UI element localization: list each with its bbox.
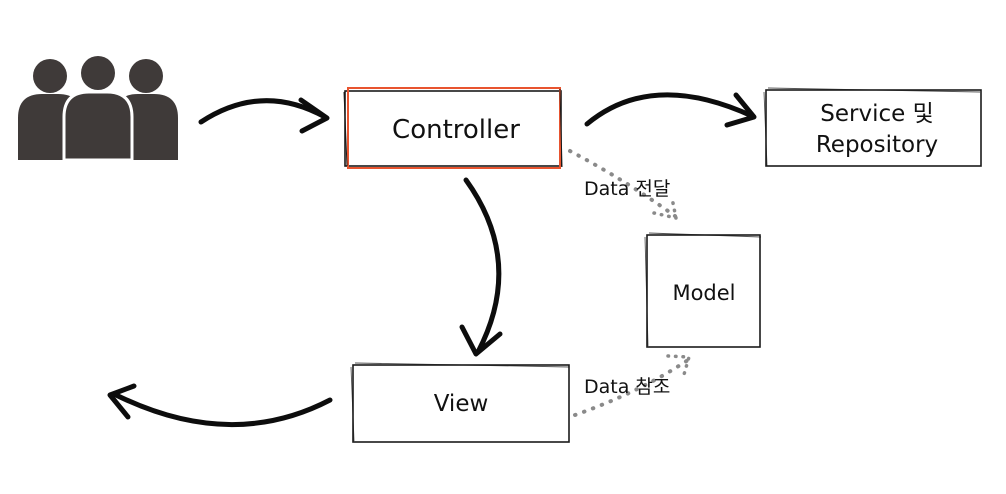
- view-label: View: [434, 391, 489, 417]
- view-node: View: [350, 362, 570, 443]
- controller-label: Controller: [392, 115, 520, 145]
- controller-node: Controller: [343, 87, 563, 169]
- service-repository-box: [765, 89, 982, 167]
- arrow-view-to-user: [107, 383, 333, 427]
- service-label-line2: Repository: [816, 132, 938, 158]
- dotted-arrow-controller-to-model: [568, 149, 678, 220]
- model-node: Model: [644, 232, 762, 348]
- model-label: Model: [672, 281, 735, 305]
- data-transfer-label: Data 전달: [584, 178, 670, 200]
- view-box: [352, 364, 570, 443]
- controller-accent-outline: [347, 87, 561, 169]
- users-group-icon: [18, 56, 178, 162]
- dotted-arrow-view-to-model: [573, 354, 691, 417]
- data-reference-label: Data 참조: [584, 376, 670, 398]
- service-label-line1: Service 및: [820, 101, 933, 127]
- controller-box: [344, 90, 562, 167]
- arrow-controller-to-view: [459, 177, 503, 357]
- arrow-users-to-controller: [198, 97, 330, 134]
- service-repository-node: Service 및 Repository: [763, 87, 982, 167]
- arrow-controller-to-service: [584, 92, 757, 128]
